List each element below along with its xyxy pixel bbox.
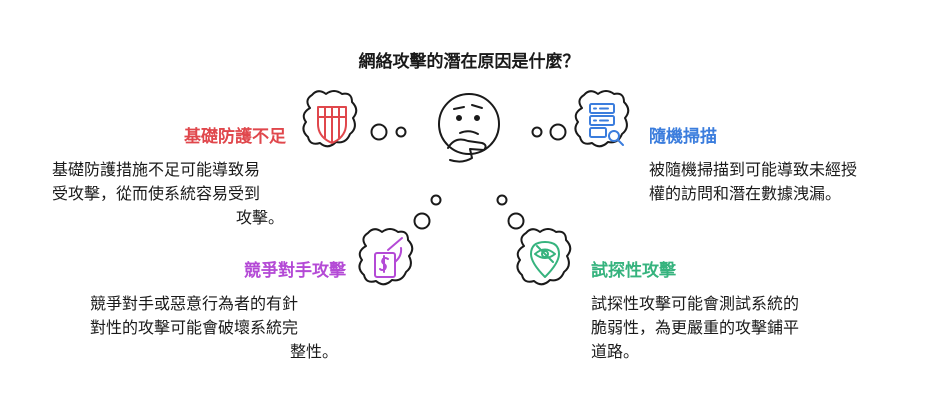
shield-icon <box>317 106 347 144</box>
desc-probing-attack: 試探性攻擊可能會測試系統的 脆弱性，為更嚴重的攻擊鋪平 道路。 <box>591 292 851 364</box>
desc-line: 整性。 <box>289 342 338 361</box>
desc-line: 脆弱性，為更嚴重的攻擊鋪平 <box>591 318 800 337</box>
cloud-competitor <box>358 228 414 286</box>
desc-line: 競爭對手或惡意行為者的有針 <box>90 294 299 313</box>
desc-line: 基礎防護措施不足可能導致易 <box>52 160 261 179</box>
bubble-down-left-small <box>430 194 442 206</box>
bubble-right-large <box>549 123 567 141</box>
desc-basic-protection: 基礎防護措施不足可能導致易 受攻擊，從而使系統容易受到 攻擊。 <box>52 158 302 230</box>
desc-competitor-attack: 競爭對手或惡意行為者的有針 對性的攻擊可能會破壞系統完 整性。 <box>90 292 350 364</box>
cloud-basic <box>302 90 358 148</box>
desc-line: 試探性攻擊可能會測試系統的 <box>591 294 800 313</box>
eye-pin-icon <box>530 241 560 278</box>
bubble-right-small <box>531 126 543 138</box>
desc-line: 攻擊。 <box>235 208 284 227</box>
heading-probing-attack: 試探性攻擊 <box>591 261 676 281</box>
cloud-probe <box>516 228 572 286</box>
heading-basic-protection: 基礎防護不足 <box>184 127 286 147</box>
page-title: 網絡攻擊的潛在原因是什麼？ <box>358 52 580 72</box>
server-search-icon <box>589 103 624 146</box>
bubble-down-right-small <box>496 194 508 206</box>
bubble-down-right-large <box>507 212 525 230</box>
desc-random-scan: 被隨機掃描到可能導致未經授 權的訪問和潛在數據洩漏。 <box>649 158 889 206</box>
bubble-left-large <box>370 123 388 141</box>
desc-line: 被隨機掃描到可能導致未經授 <box>649 160 858 179</box>
heading-random-scan: 隨機掃描 <box>649 127 717 147</box>
cloud-scan <box>574 90 630 148</box>
heading-competitor-attack: 競爭對手攻擊 <box>244 261 346 281</box>
desc-line: 對性的攻擊可能會破壞系統完 <box>90 318 299 337</box>
desc-line: 道路。 <box>591 342 640 361</box>
money-hand-icon <box>374 237 403 278</box>
thinking-face-icon <box>438 93 500 163</box>
desc-line: 受攻擊，從而使系統容易受到 <box>52 184 261 203</box>
bubble-left-small <box>395 126 407 138</box>
desc-line: 權的訪問和潛在數據洩漏。 <box>649 184 842 203</box>
bubble-down-left-large <box>413 212 431 230</box>
